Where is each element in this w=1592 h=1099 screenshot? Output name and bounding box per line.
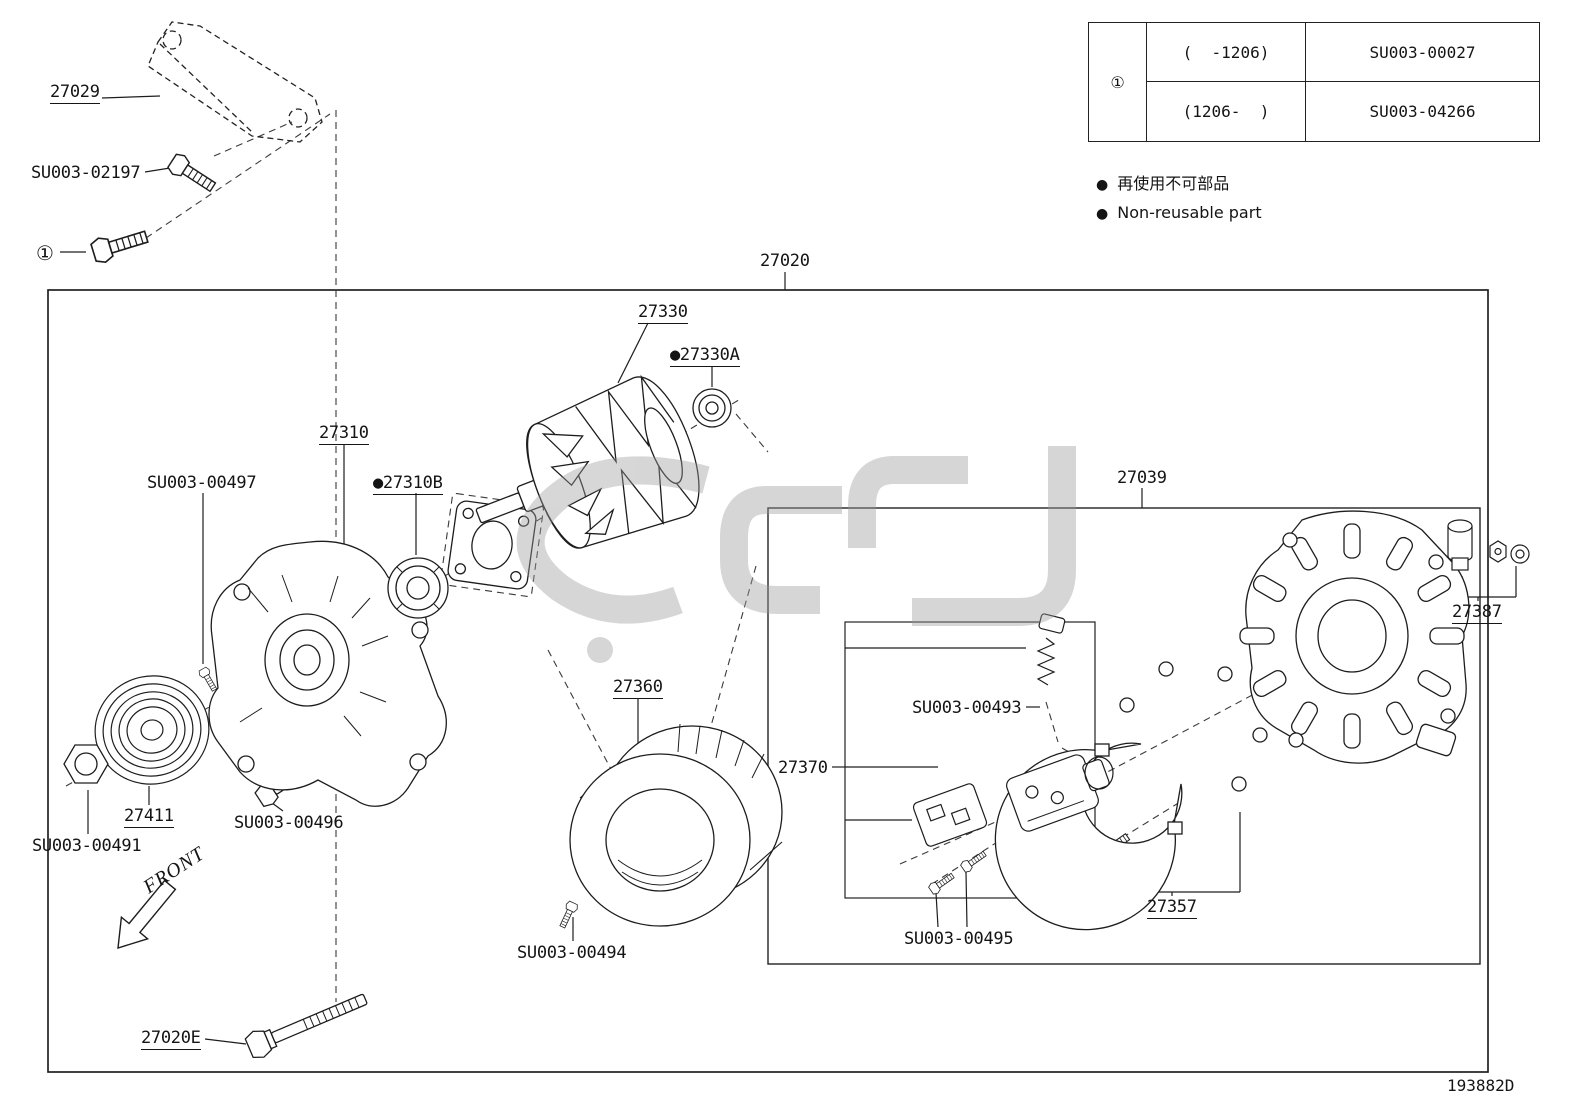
bolt-27020e bbox=[243, 985, 372, 1062]
legend: ●再使用不可部品 ●Non-reusable part bbox=[1096, 170, 1262, 228]
voltage-regulator bbox=[1006, 754, 1110, 832]
bracket-27029 bbox=[147, 21, 323, 143]
vent-slots bbox=[1239, 523, 1465, 749]
label-su003-00495: SU003-00495 bbox=[904, 929, 1014, 949]
rear-housing-27039 bbox=[1239, 510, 1470, 764]
label-27020: 27020 bbox=[760, 251, 810, 271]
doc-code: 193882D bbox=[1447, 1076, 1515, 1095]
bullet-icon: ● bbox=[1096, 206, 1109, 222]
label-27029: 27029 bbox=[50, 82, 100, 104]
brush bbox=[1038, 613, 1066, 634]
o-ring bbox=[1084, 756, 1114, 790]
label-27310b: ●27310B bbox=[373, 473, 443, 495]
label-su003-00491: SU003-00491 bbox=[32, 836, 142, 856]
table-partno-2: SU003-04266 bbox=[1369, 102, 1476, 121]
label-ref1: ① bbox=[36, 241, 54, 265]
brush-spring bbox=[1036, 637, 1056, 686]
label-27330: 27330 bbox=[638, 302, 688, 324]
front-housing-27310 bbox=[208, 540, 447, 807]
label-su003-02197: SU003-02197 bbox=[31, 163, 141, 183]
label-27020e: 27020E bbox=[141, 1028, 201, 1050]
bearing-27310b bbox=[387, 557, 449, 619]
label-su003-00493: SU003-00493 bbox=[912, 698, 1022, 718]
bolt-ref1 bbox=[89, 223, 151, 266]
table-partno-1: SU003-00027 bbox=[1306, 23, 1539, 82]
screw-su003-00494 bbox=[556, 899, 580, 930]
label-27370: 27370 bbox=[778, 758, 828, 778]
regulator-assembly-27370 bbox=[912, 613, 1114, 847]
table-ref-symbol: ① bbox=[1089, 23, 1147, 141]
label-27310: 27310 bbox=[319, 423, 369, 445]
label-27330a: ●27330A bbox=[670, 345, 740, 367]
main-assembly-box bbox=[47, 289, 1489, 1073]
bearing-27330a bbox=[692, 388, 732, 428]
reference-table: ① ( -1206) SU003-00027 (1206- ) SU003-04… bbox=[1088, 22, 1540, 142]
stator-27360 bbox=[569, 723, 783, 927]
label-27411: 27411 bbox=[124, 806, 174, 828]
rotor-27330 bbox=[475, 374, 700, 549]
front-direction-arrow bbox=[117, 879, 177, 949]
table-range-1: ( -1206) bbox=[1147, 23, 1306, 82]
label-27360: 27360 bbox=[613, 677, 663, 699]
table-range-2: (1206- ) bbox=[1147, 82, 1306, 141]
pulley-27411 bbox=[94, 675, 210, 785]
brush-holder bbox=[912, 783, 988, 847]
screw-su003-00495-b bbox=[959, 848, 989, 874]
label-su003-00497: SU003-00497 bbox=[147, 473, 257, 493]
sub-assembly-27039-box bbox=[767, 507, 1481, 965]
legend-line-en: ●Non-reusable part bbox=[1096, 203, 1262, 222]
screw-su003-00495-a bbox=[927, 870, 957, 896]
bullet-icon: ● bbox=[1096, 177, 1109, 193]
nut-su003-00491 bbox=[63, 744, 109, 784]
label-27039: 27039 bbox=[1117, 468, 1167, 488]
legend-line-jp: ●再使用不可部品 bbox=[1096, 174, 1230, 193]
label-27357: 27357 bbox=[1147, 897, 1197, 919]
label-su003-00494: SU003-00494 bbox=[517, 943, 627, 963]
label-27387: 27387 bbox=[1452, 602, 1502, 624]
watermark-logo bbox=[516, 446, 1076, 663]
label-su003-00496: SU003-00496 bbox=[234, 813, 344, 833]
bolt-su003-02197 bbox=[165, 150, 220, 198]
plug-27387 bbox=[1447, 519, 1530, 571]
